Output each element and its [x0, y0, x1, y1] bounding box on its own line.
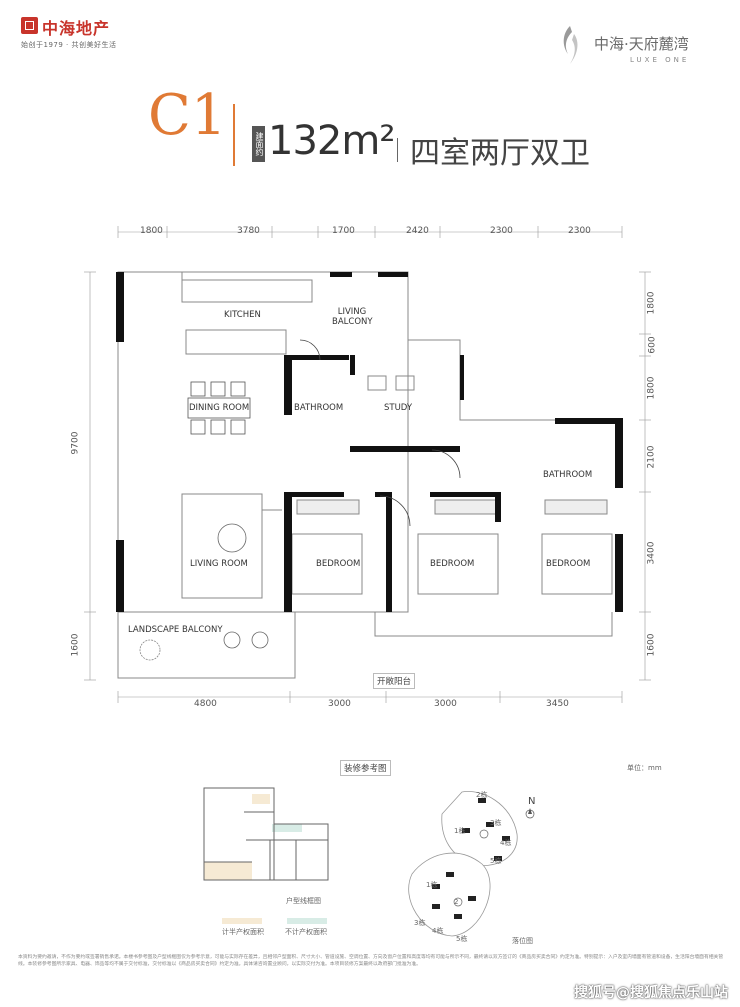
room-bedroom-3: BEDROOM [546, 559, 591, 569]
room-bathroom-2: BATHROOM [543, 470, 593, 480]
dim-bottom-2: 3000 [328, 699, 351, 709]
dim-right-3: 1800 [646, 376, 657, 400]
dim-top-4: 2420 [406, 226, 429, 236]
open-balcony-tag: 开敞阳台 [373, 673, 416, 689]
site-plan-title: 落位图 [512, 937, 533, 945]
disclaimer: 本资料为要约邀请，不作为要约或签署销售承诺。本楼书参考图及户型线框图仅为参考示意… [18, 955, 724, 967]
dim-top-5: 2300 [490, 226, 513, 236]
site-building-5: 5栋 [490, 857, 502, 865]
site-building-7: 2 [454, 898, 459, 906]
site-building-1: 2栋 [476, 791, 488, 799]
area-prefix: 建面约 [252, 126, 265, 162]
room-bathroom-1: BATHROOM [294, 403, 344, 413]
dim-bottom-1: 4800 [194, 699, 217, 709]
dim-top-1: 1800 [140, 226, 163, 236]
dim-left-1: 9700 [70, 431, 81, 455]
dim-right-6: 1600 [646, 633, 657, 657]
room-living: LIVING ROOM [190, 559, 248, 569]
dim-right-4: 2100 [646, 445, 657, 469]
legend-label-half: 计半产权面积 [222, 928, 264, 936]
brand-name: 中海地产 [42, 19, 111, 38]
site-building-3: 1栋 [454, 827, 466, 835]
room-study: STUDY [384, 403, 413, 413]
room-living-balcony: LIVING BALCONY [332, 307, 373, 327]
decoration-reference-tag: 装修参考图 [340, 760, 391, 776]
watermark: 搜狐号@搜狐焦点乐山站 [574, 985, 728, 1001]
dim-right-2: 600 [647, 336, 658, 354]
site-building-10: 5栋 [456, 935, 468, 943]
title-divider [233, 104, 235, 166]
brand-logo-icon [21, 17, 38, 34]
room-dining: DINING ROOM [189, 403, 250, 413]
floor-plan [84, 226, 651, 703]
room-bedroom-1: BEDROOM [316, 559, 361, 569]
dim-right-1: 1800 [646, 291, 657, 315]
area-value: 132m² [268, 118, 395, 164]
area-separator [397, 138, 398, 162]
unit-code: C1 [148, 83, 227, 148]
dim-top-3: 1700 [332, 226, 355, 236]
site-building-2: 3栋 [490, 819, 502, 827]
dim-left-2: 1600 [70, 633, 81, 657]
dim-bottom-4: 3450 [546, 699, 569, 709]
project-subtitle: LUXE ONE [630, 56, 690, 64]
legend-swatch-excluded [287, 918, 327, 924]
legend-label-excluded: 不计产权面积 [285, 928, 327, 936]
north-label: N [528, 796, 536, 807]
site-building-6: 1栋 [426, 881, 438, 889]
dim-top-2: 3780 [237, 226, 260, 236]
room-bedroom-2: BEDROOM [430, 559, 475, 569]
layout-label: 四室两厅双卫 [410, 136, 590, 171]
site-building-9: 4栋 [432, 927, 444, 935]
dim-bottom-3: 3000 [434, 699, 457, 709]
site-building-4: 4栋 [500, 839, 512, 847]
project-name: 中海·天府麓湾 [594, 35, 689, 53]
wireframe-thumbnail [203, 787, 329, 881]
legend-swatch-half [222, 918, 262, 924]
wireframe-label: 户型线框图 [286, 897, 321, 905]
project-logo-icon [563, 26, 578, 64]
unit-note: 单位：mm [627, 764, 662, 772]
site-building-8: 3栋 [414, 919, 426, 927]
brand-slogan: 始创于1979 · 共创美好生活 [21, 41, 117, 49]
room-landscape-balcony: LANDSCAPE BALCONY [128, 625, 223, 635]
dim-top-6: 2300 [568, 226, 591, 236]
dim-right-5: 3400 [646, 541, 657, 565]
site-plan [408, 790, 535, 937]
room-kitchen: KITCHEN [224, 310, 261, 320]
